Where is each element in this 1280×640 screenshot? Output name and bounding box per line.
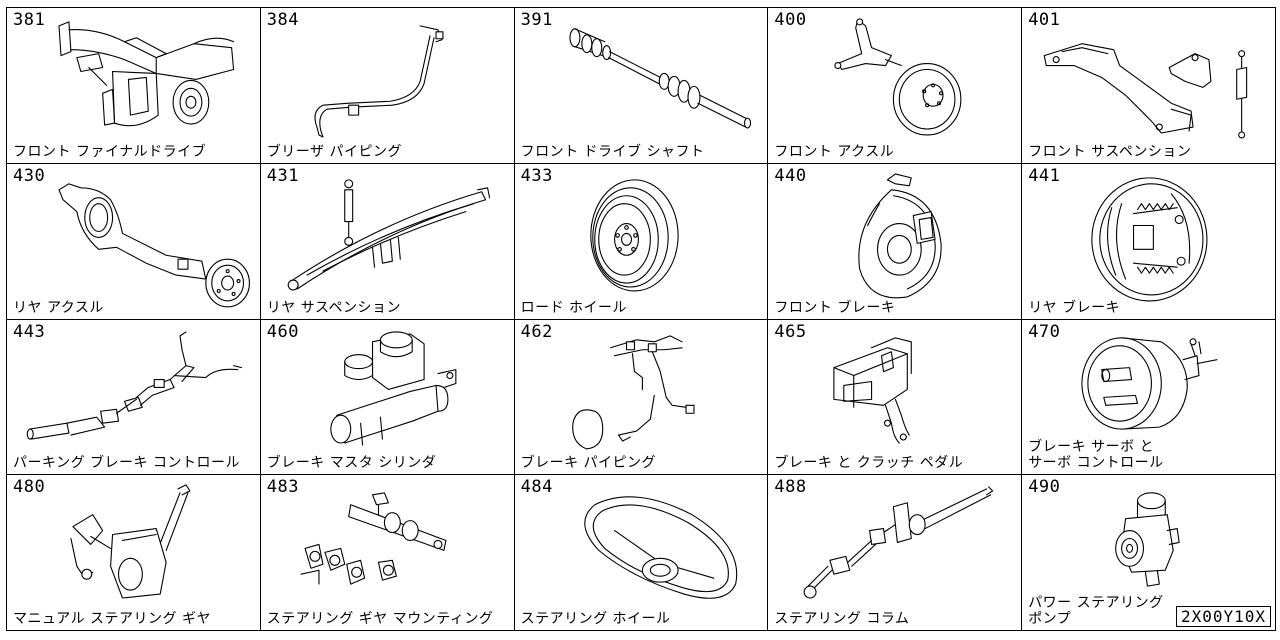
category-code: 470 [1028, 321, 1061, 342]
category-label: リヤ サスペンション [266, 299, 401, 316]
category-cell-381[interactable]: 381 フロント ファイナルドライブ [7, 8, 261, 164]
category-code: 465 [774, 321, 807, 342]
front-suspension-icon [1043, 43, 1248, 139]
category-cell-484[interactable]: 484 ステアリング ホイール [514, 475, 769, 631]
category-label: ロード ホイール [520, 299, 628, 316]
steering-gear-icon [70, 484, 191, 599]
steering-wheel-icon [583, 496, 737, 600]
category-cell-480[interactable]: 480 マニュアル ステアリング ギヤ [7, 475, 261, 631]
category-code: 433 [520, 165, 553, 186]
category-cell-441[interactable]: 441 リヤ ブレーキ [1022, 163, 1276, 320]
category-cell-483[interactable]: 483 ステアリング ギヤ マウンティング [260, 475, 515, 631]
category-cell-440[interactable]: 440 フロント ブレーキ [768, 163, 1023, 320]
category-cell-488[interactable]: 488 ステアリング コラム [768, 475, 1023, 631]
category-label: リヤ ブレーキ [1028, 299, 1121, 316]
category-cell-433[interactable]: 433 ロード ホイール [514, 163, 769, 320]
category-code: 483 [266, 477, 300, 498]
category-code: 460 [266, 321, 300, 342]
rear-suspension-icon [287, 179, 490, 291]
road-wheel-icon [589, 179, 679, 292]
category-label: ブレーキ マスタ シリンダ [266, 455, 437, 472]
category-cell-400[interactable]: 400 フロント アクスル [768, 8, 1023, 164]
drive-shaft-icon [569, 28, 751, 129]
brake-servo-icon [1081, 336, 1218, 430]
category-code: 391 [520, 10, 553, 30]
category-cell-470[interactable]: 470 ブレーキ サーボ と サーボ コントロール [1022, 319, 1276, 476]
category-code: 430 [13, 165, 46, 186]
category-label: ステアリング ギヤ マウンティング [266, 611, 494, 627]
category-label: マニュアル ステアリング ギヤ [13, 611, 211, 627]
category-code: 462 [520, 321, 553, 342]
category-cell-490[interactable]: 490 パワー ステアリング ポンプ 2X00Y10X [1022, 475, 1276, 631]
steering-mount-icon [300, 492, 447, 585]
category-label: フロント ファイナルドライブ [13, 143, 207, 160]
category-label: ブレーキ パイピング [520, 455, 657, 472]
front-axle-icon [834, 18, 962, 136]
category-code: 490 [1028, 477, 1061, 498]
category-code: 441 [1028, 165, 1061, 186]
category-label: フロント アクスル [774, 143, 895, 160]
steering-column-icon [803, 486, 994, 599]
category-code: 431 [266, 165, 300, 186]
category-code: 440 [774, 165, 807, 186]
category-label: ブレーキ と クラッチ ペダル [774, 455, 964, 472]
category-cell-460[interactable]: 460 ブレーキ マスタ シリンダ [260, 319, 515, 476]
category-label: フロント ブレーキ [774, 299, 896, 316]
category-cell-430[interactable]: 430 リヤ アクスル [7, 163, 261, 320]
category-label: パーキング ブレーキ コントロール [13, 455, 240, 472]
breather-piping-icon [314, 25, 444, 138]
category-code: 400 [774, 10, 807, 30]
rear-brake-icon [1091, 177, 1208, 302]
category-cell-465[interactable]: 465 ブレーキ と クラッチ ペダル [768, 319, 1023, 476]
catalog-code-badge: 2X00Y10X [1175, 606, 1271, 627]
category-code: 443 [13, 321, 46, 342]
category-label: ステアリング コラム [774, 611, 910, 627]
category-cell-431[interactable]: 431 リヤ サスペンション [260, 163, 515, 320]
category-label: フロント ドライブ シャフト [520, 143, 705, 160]
category-cell-462[interactable]: 462 ブレーキ パイピング [514, 319, 769, 476]
front-brake-icon [858, 173, 942, 299]
category-label: パワー ステアリング ポンプ [1028, 595, 1164, 627]
category-label: リヤ アクスル [13, 299, 104, 316]
power-steering-pump-icon [1115, 492, 1180, 587]
category-cell-401[interactable]: 401 フロント サスペンション [1022, 8, 1276, 164]
pedal-icon [833, 336, 913, 444]
category-label: ブリーザ パイピング [266, 143, 402, 160]
category-code: 381 [13, 10, 46, 30]
category-code: 384 [266, 10, 300, 30]
category-code: 401 [1028, 10, 1061, 30]
rear-axle-icon [58, 183, 251, 308]
master-cylinder-icon [330, 330, 457, 446]
brake-piping-icon [571, 334, 695, 450]
parking-brake-icon [26, 330, 243, 440]
category-cell-384[interactable]: 384 ブリーザ パイピング [260, 8, 515, 164]
category-label: ステアリング ホイール [520, 611, 671, 627]
category-label: フロント サスペンション [1028, 143, 1192, 160]
category-label: ブレーキ サーボ と サーボ コントロール [1028, 439, 1164, 472]
category-cell-391[interactable]: 391 フロント ドライブ シャフト [514, 8, 769, 164]
final-drive-icon [58, 21, 235, 127]
category-cell-443[interactable]: 443 パーキング ブレーキ コントロール [7, 319, 261, 476]
category-code: 488 [774, 477, 807, 498]
category-code: 484 [520, 477, 553, 498]
category-code: 480 [13, 477, 46, 498]
parts-category-grid: 381 フロント ファイナルドライブ 384 ブリ [6, 7, 1276, 631]
